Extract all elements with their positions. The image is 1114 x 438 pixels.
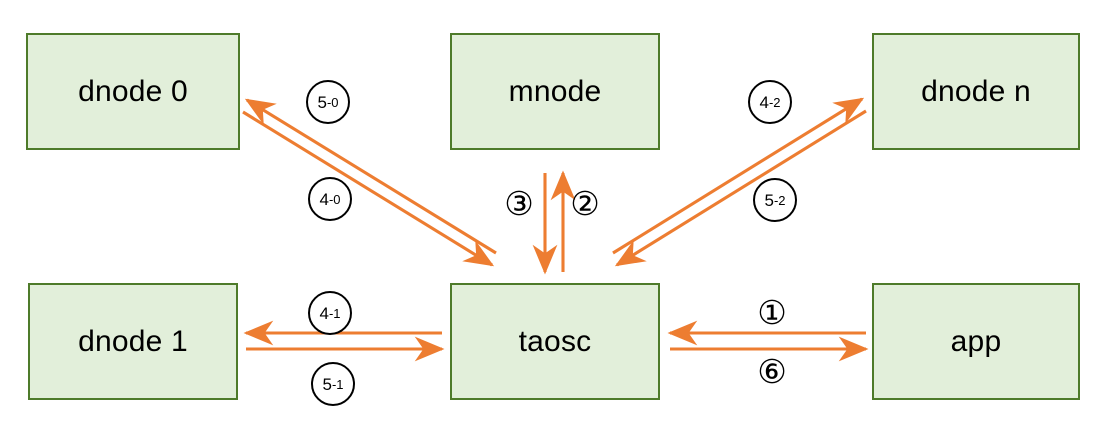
edge-label-4-1: 4-1 (308, 291, 352, 335)
edge-label-5-0: 5-0 (306, 80, 350, 124)
node-dnode-0[interactable]: dnode 0 (26, 33, 240, 150)
edge-label-3: ③ (504, 183, 534, 223)
edge-label-4-0-num: 4 (319, 189, 329, 209)
edge-label-5-2-num: 5 (764, 190, 774, 210)
edge-label-5-2-sub: -2 (773, 192, 786, 208)
node-taosc-label: taosc (518, 324, 592, 358)
edge-label-4-1-num: 4 (319, 303, 329, 323)
edge-label-4-0: 4-0 (308, 177, 352, 221)
node-dnode-n[interactable]: dnode n (872, 33, 1080, 150)
edge-label-5-0-num: 5 (317, 92, 327, 112)
edge-label-6: ⑥ (757, 351, 787, 391)
edge-label-2: ② (570, 183, 600, 223)
node-app-label: app (950, 324, 1002, 358)
edge-label-1: ① (757, 292, 787, 332)
node-dnode-0-label: dnode 0 (78, 74, 188, 108)
node-app[interactable]: app (872, 283, 1080, 400)
edge-label-5-2: 5-2 (753, 178, 797, 222)
edge-label-4-2: 4-2 (748, 80, 792, 124)
node-mnode-label: mnode (508, 74, 602, 108)
edge-label-4-0-sub: -0 (328, 191, 341, 207)
node-mnode[interactable]: mnode (450, 33, 660, 150)
node-dnode-1-label: dnode 1 (78, 324, 188, 358)
edge-label-5-1-sub: -1 (331, 376, 344, 392)
edge-label-4-1-sub: -1 (328, 305, 341, 321)
node-taosc[interactable]: taosc (450, 283, 660, 400)
node-dnode-1[interactable]: dnode 1 (28, 283, 238, 400)
edge-label-5-0-sub: -0 (326, 94, 339, 110)
edge-label-4-2-num: 4 (759, 92, 769, 112)
node-dnode-n-label: dnode n (921, 74, 1031, 108)
edge-label-5-1: 5-1 (311, 362, 355, 406)
edge-label-5-1-num: 5 (322, 374, 332, 394)
edge-label-4-2-sub: -2 (768, 94, 781, 110)
